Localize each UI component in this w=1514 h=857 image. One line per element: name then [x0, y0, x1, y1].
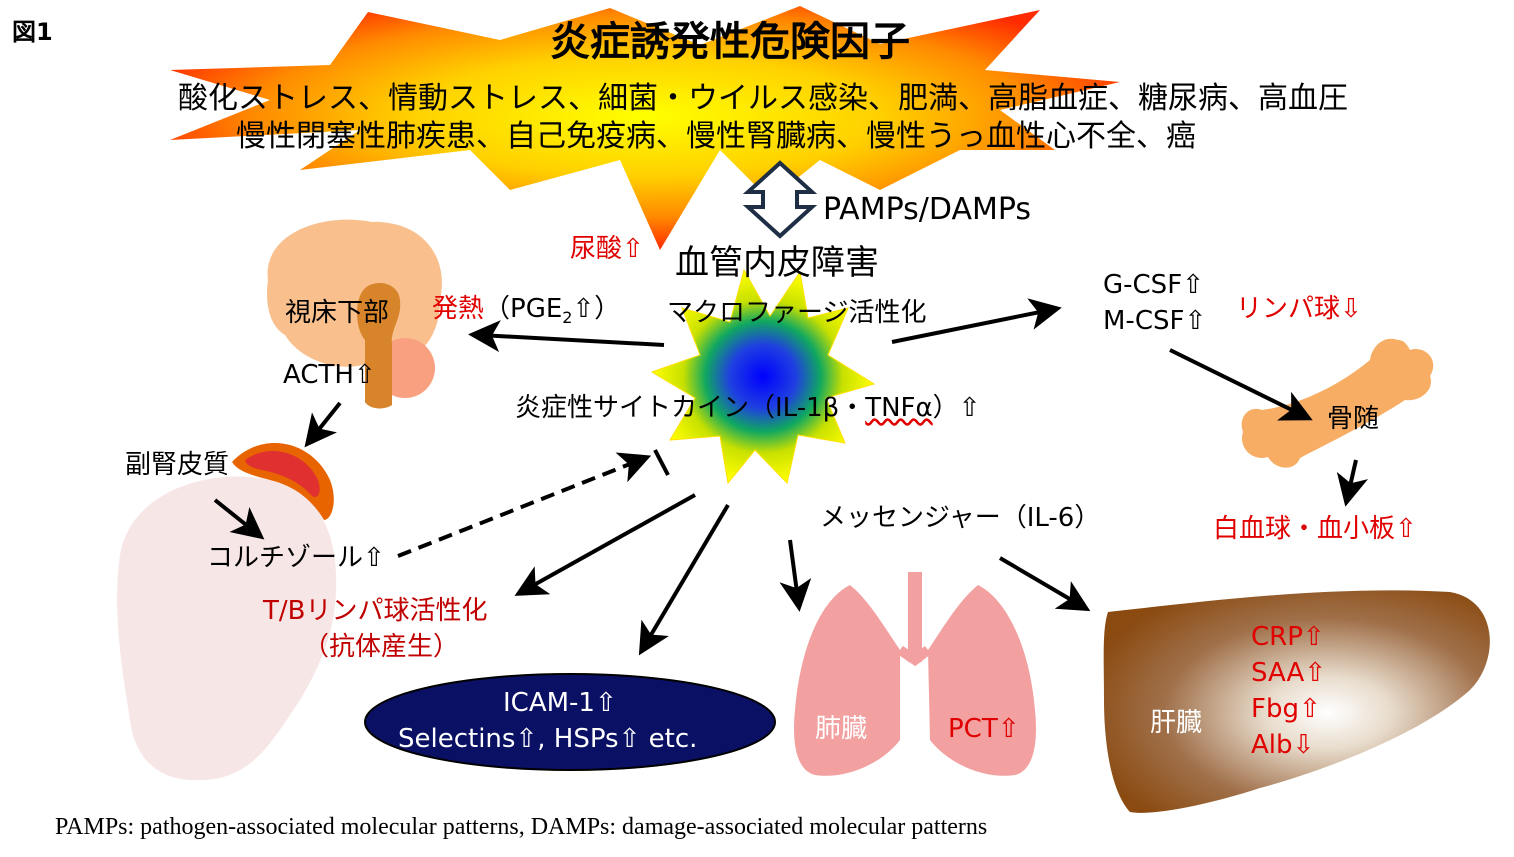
- pamps-damps-label: PAMPs/DAMPs: [823, 192, 1032, 227]
- bone-illustration: [1241, 338, 1434, 468]
- antibody-label: （抗体産生）: [303, 632, 460, 662]
- bone-marrow-label: 骨随: [1327, 404, 1380, 434]
- fever-text: 発熱: [432, 294, 485, 324]
- liver-illustration: [1103, 590, 1490, 813]
- footnote: PAMPs: pathogen-associated molecular pat…: [55, 814, 988, 840]
- pamps-double-arrow: [742, 160, 818, 239]
- cytokine-sun: [650, 268, 876, 485]
- wbc-platelet-label: 白血球・血小板⇧: [1213, 514, 1417, 544]
- pge-open: （PGE: [484, 294, 563, 324]
- macrophage-label: マクロファージ活性化: [667, 298, 927, 328]
- figure-label: 図1: [12, 18, 53, 46]
- arrow-to-icam: [638, 503, 730, 656]
- uric-acid-label: 尿酸⇧: [570, 234, 644, 264]
- risk-factors-line2: 慢性閉塞性肺疾患、自己免疫病、慢性腎臓病、慢性うっ血性心不全、癌: [236, 119, 1196, 154]
- hypothalamus-label: 視床下部: [285, 298, 390, 328]
- cortisol-label: コルチゾール⇧: [207, 543, 385, 573]
- lungs-illustration: [794, 572, 1036, 776]
- cytokine-tnf: TNFα: [865, 393, 933, 423]
- arrow-to-hypothalamus: [468, 320, 665, 353]
- arrow-csf-to-bone: [1169, 348, 1313, 421]
- arrow-to-lymph: [514, 493, 696, 596]
- liver-label: 肝臓: [1150, 708, 1203, 738]
- pge-sub: 2: [562, 308, 573, 328]
- crp-label: CRP⇧: [1251, 622, 1325, 652]
- arrow-adrenal-to-cortisol: [213, 498, 265, 540]
- icam-ellipse: [364, 673, 776, 771]
- gcsf-label: G-CSF⇧: [1103, 270, 1204, 300]
- acth-label: ACTH⇧: [283, 360, 376, 390]
- inhibit-bar: [653, 449, 670, 476]
- pge-close: ⇧）: [572, 294, 621, 324]
- cytokine-prefix: 炎症性サイトカイン（IL-1β・: [515, 393, 866, 423]
- saa-label: SAA⇧: [1251, 658, 1327, 688]
- alb-label: Alb⇩: [1251, 730, 1315, 760]
- arrow-acth-to-adrenal: [304, 401, 342, 448]
- fever-label: 発熱（PGE2⇧）: [432, 296, 620, 326]
- cytokine-suffix: ）⇧: [932, 393, 981, 423]
- messenger-label: メッセンジャー（IL-6）: [820, 503, 1101, 533]
- arrow-to-csf: [891, 298, 1062, 344]
- arrow-to-liver: [998, 556, 1091, 612]
- adrenal-kidney-illustration: [117, 442, 337, 781]
- icam-label: ICAM-1⇧: [503, 688, 617, 718]
- lymph-activation-label: T/Bリンパ球活性化: [263, 596, 488, 626]
- arrow-cortisol-inhibit: [397, 452, 652, 558]
- brain-illustration: [266, 219, 442, 409]
- lymphocyte-down-label: リンパ球⇩: [1236, 294, 1362, 324]
- cytokine-label: 炎症性サイトカイン（IL-1β・TNFα）⇧: [515, 395, 980, 421]
- fbg-label: Fbg⇧: [1251, 694, 1321, 724]
- risk-title: 炎症誘発性危険因子: [550, 19, 910, 65]
- pct-label: PCT⇧: [948, 714, 1020, 744]
- risk-factor-burst: [170, 6, 1120, 250]
- adrenal-label: 副腎皮質: [125, 450, 230, 480]
- lung-label: 肺臓: [815, 714, 868, 744]
- mcsf-label: M-CSF⇧: [1103, 306, 1207, 336]
- risk-factors-line1: 酸化ストレス、情動ストレス、細菌・ウイルス感染、肥満、高脂血症、糖尿病、高血圧: [178, 81, 1348, 116]
- endothelial-label: 血管内皮障害: [675, 243, 879, 283]
- selectins-label: Selectins⇧, HSPs⇧ etc.: [398, 724, 698, 754]
- arrow-bone-to-wbc: [1336, 459, 1369, 507]
- arrow-to-lung: [779, 539, 812, 612]
